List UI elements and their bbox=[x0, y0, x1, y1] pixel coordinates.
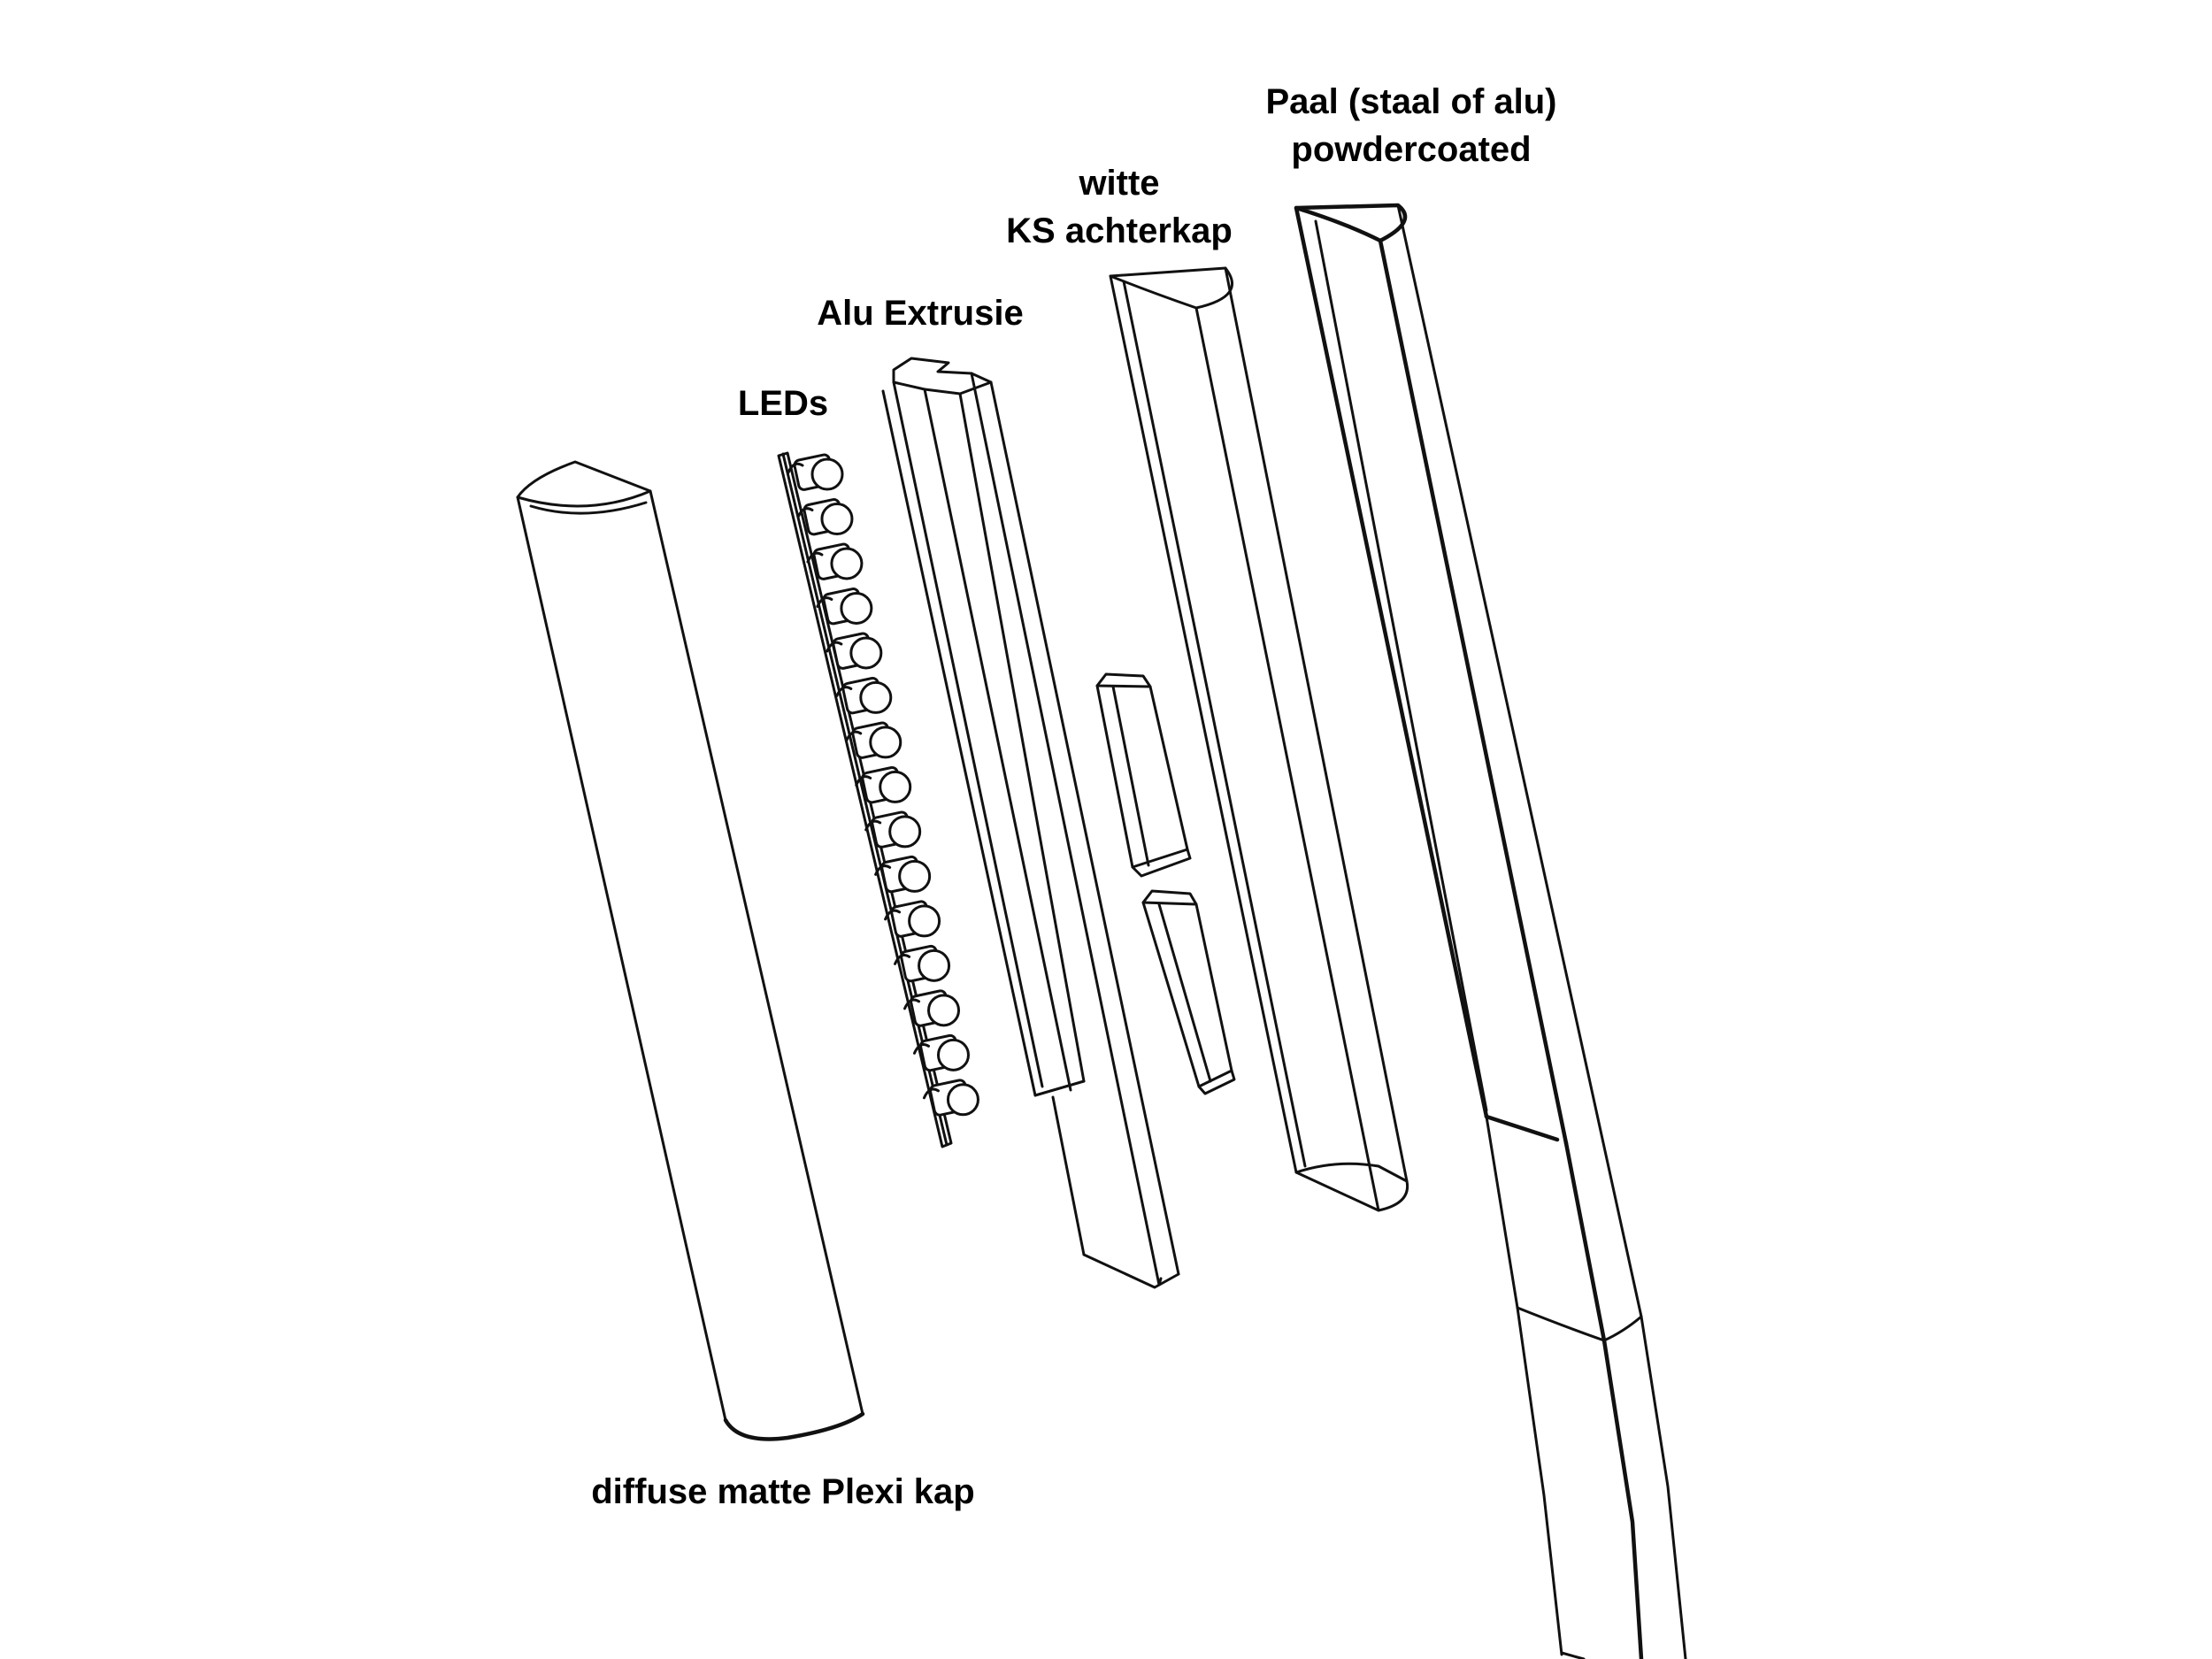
led-module bbox=[816, 588, 873, 626]
led-module bbox=[874, 855, 932, 894]
back-cover-part bbox=[1109, 266, 1409, 1212]
label-pole-line1: Paal (staal of alu) bbox=[1265, 82, 1557, 121]
led-module bbox=[806, 542, 864, 580]
led-module bbox=[796, 498, 854, 536]
led-strip-part bbox=[777, 451, 979, 1148]
label-leds: LEDs bbox=[737, 384, 829, 423]
led-module bbox=[787, 453, 844, 491]
label-back-cover-line1: witte bbox=[1079, 164, 1160, 203]
diffuser-part bbox=[516, 460, 865, 1441]
label-pole: Paal (staal of alu) powdercoated bbox=[1212, 78, 1610, 173]
pole-part bbox=[1294, 203, 1687, 1659]
led-module bbox=[894, 944, 951, 983]
led-module bbox=[884, 900, 941, 938]
led-module bbox=[855, 765, 912, 804]
led-module bbox=[864, 810, 922, 849]
alu-extrusion-part bbox=[881, 357, 1180, 1289]
led-module bbox=[845, 721, 902, 759]
label-diffuser: diffuse matte Plexi kap bbox=[591, 1472, 975, 1511]
led-module bbox=[922, 1079, 979, 1117]
label-pole-line2: powdercoated bbox=[1291, 130, 1532, 169]
led-module bbox=[835, 676, 893, 715]
led-module bbox=[826, 632, 883, 670]
label-back-cover: witte KS achterkap bbox=[969, 159, 1270, 255]
connector-block-upper bbox=[1095, 672, 1192, 878]
led-module bbox=[903, 989, 961, 1027]
led-module bbox=[912, 1033, 970, 1072]
label-back-cover-line2: KS achterkap bbox=[1006, 211, 1233, 250]
connector-block-lower bbox=[1141, 889, 1236, 1095]
label-alu-extrusion: Alu Extrusie bbox=[817, 294, 1024, 333]
